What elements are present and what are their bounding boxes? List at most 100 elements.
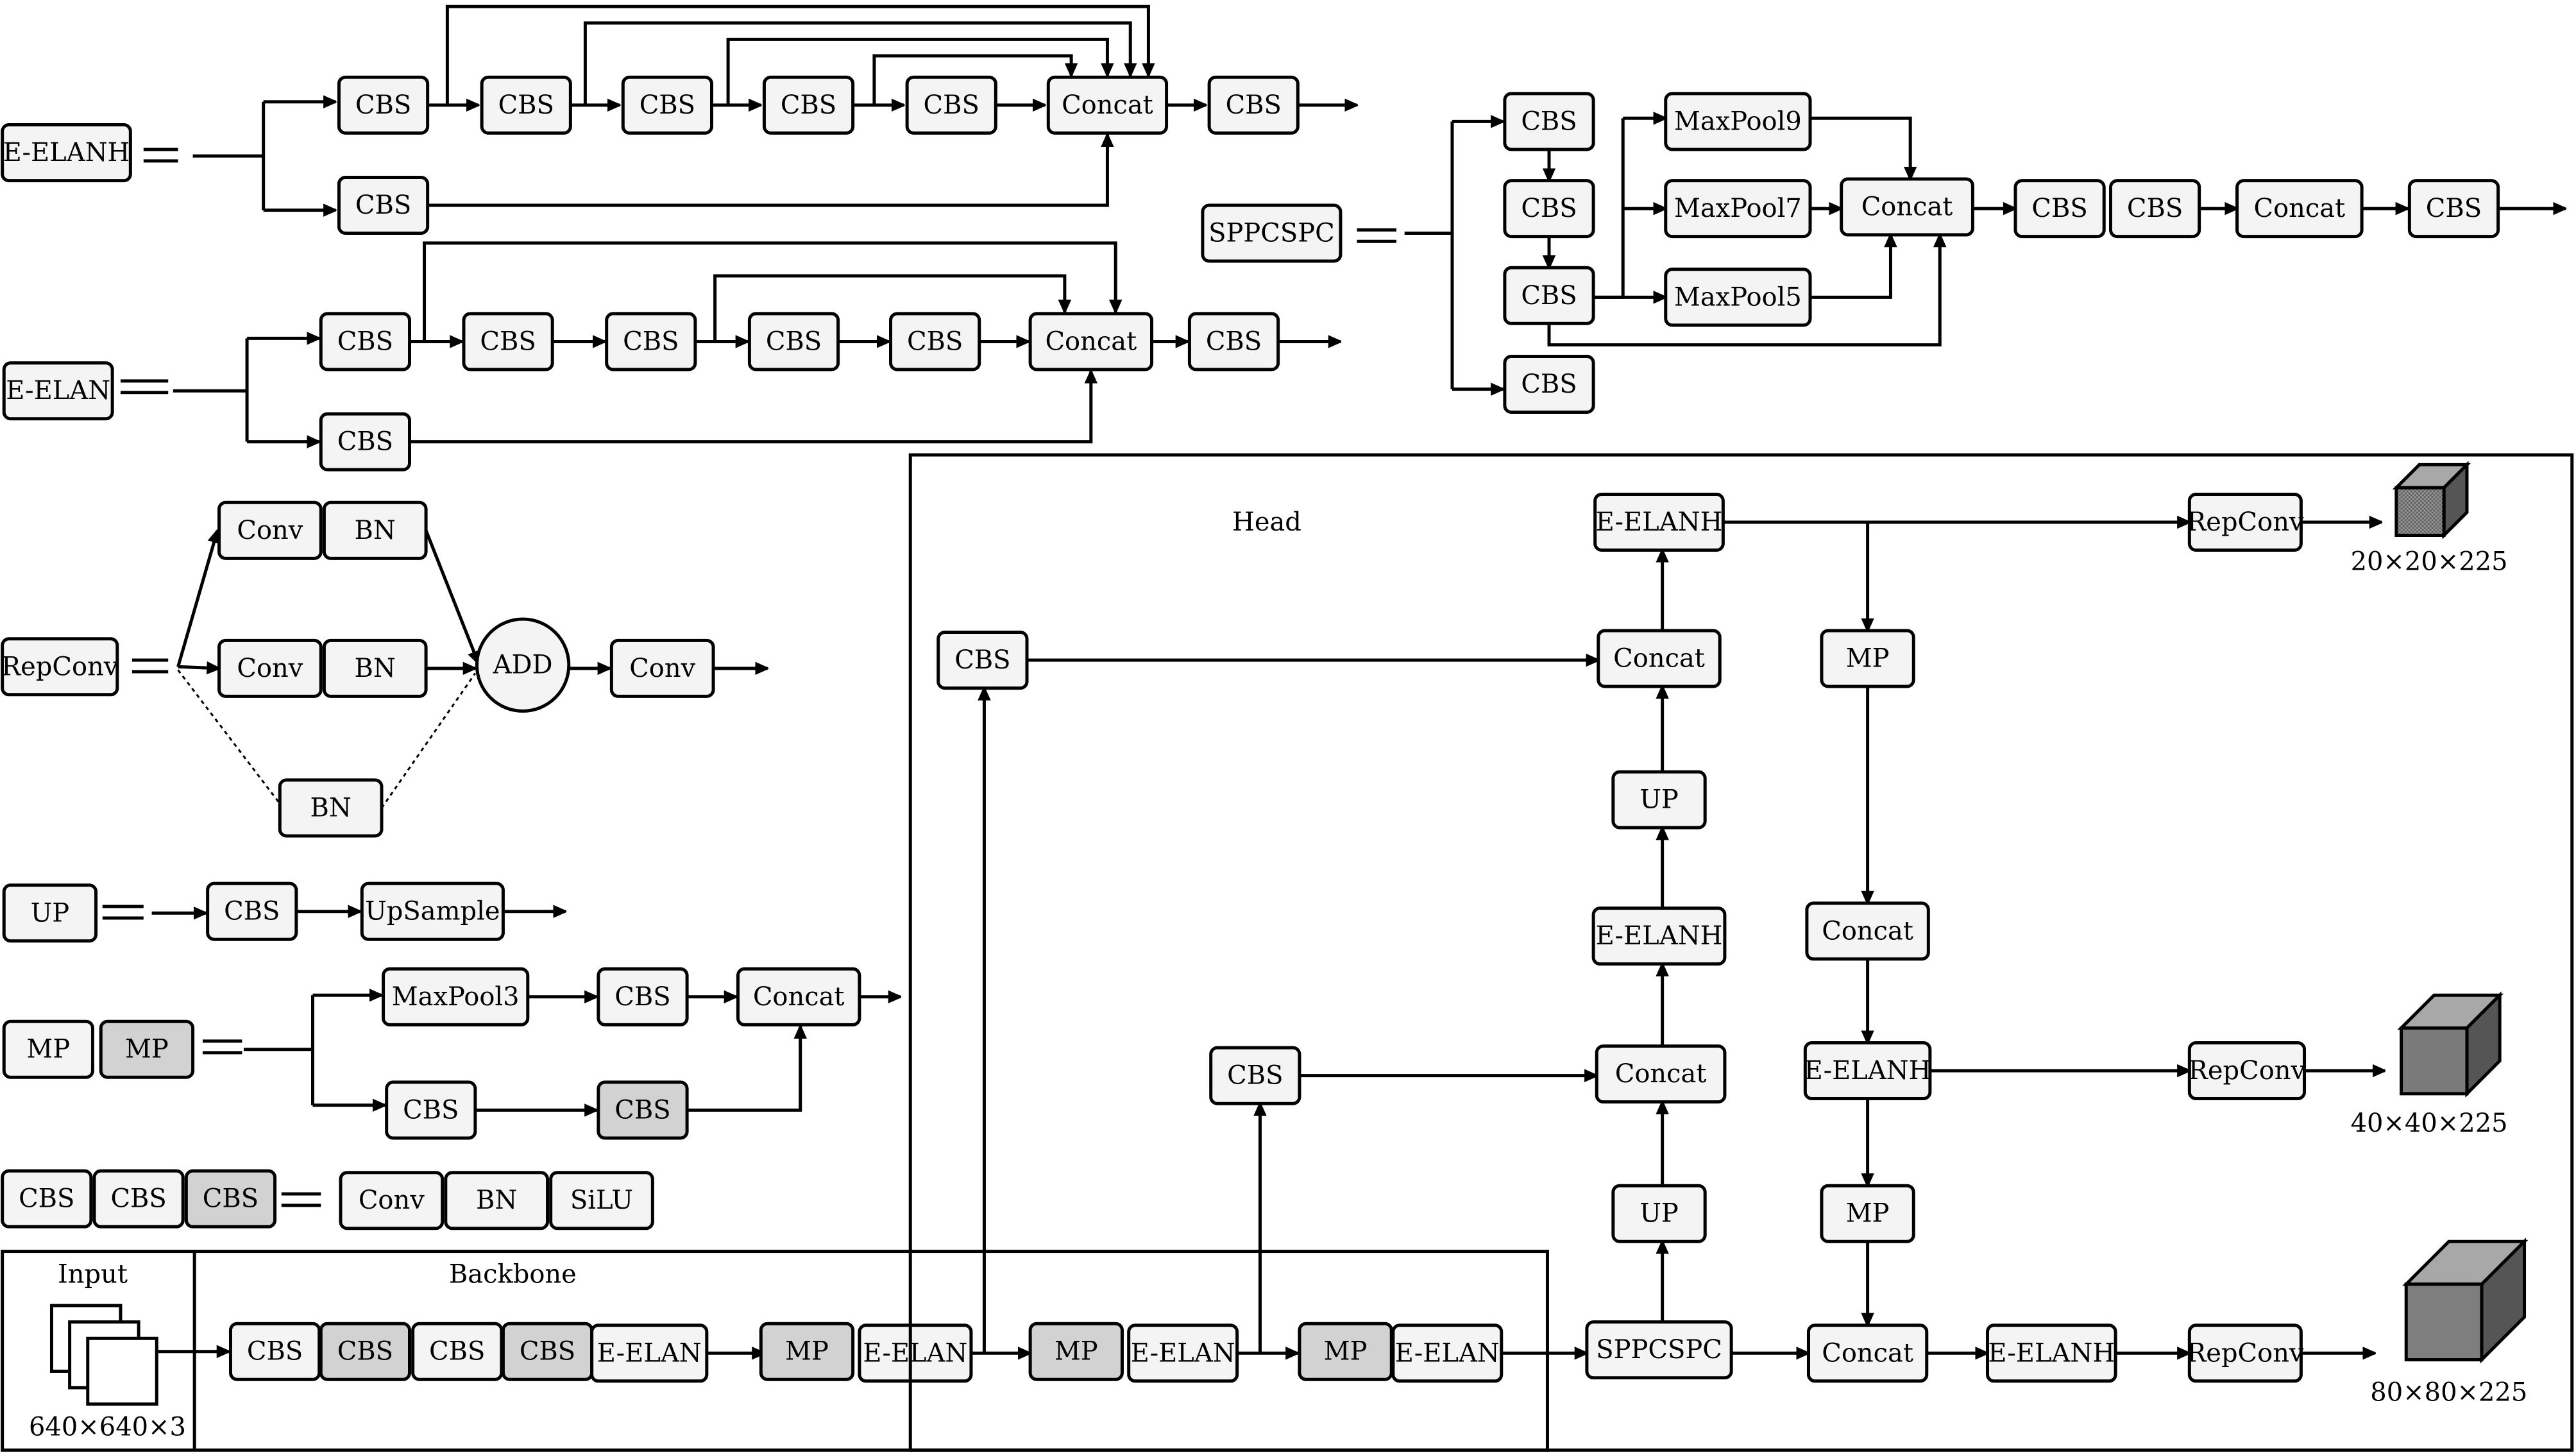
head-repconv-1: RepConv [2187, 493, 2304, 552]
head-cbs-1-label: CBS [1227, 1061, 1283, 1091]
connector-16 [872, 54, 1071, 105]
backbone-cbs-1: CBS [228, 1322, 321, 1381]
input-section-label: Input [58, 1259, 128, 1289]
head-e-elanh-3: E-ELANH [1803, 1041, 1932, 1101]
up-def-cbs: CBS [206, 881, 298, 941]
backbone-cbs-1-label: CBS [247, 1337, 303, 1366]
repconv-legend: RepConv [1, 637, 119, 697]
up-legend-label: UP [31, 898, 70, 928]
e-elanh-def-cbs-branch-label: CBS [355, 191, 411, 220]
sppcspc-def-cbs-branch-label: CBS [1521, 370, 1577, 399]
e-elanh-def-cbs-1-label: CBS [355, 90, 411, 120]
e-elan-def-cbs-5: CBS [889, 312, 981, 371]
backbone-mp-1: MP [759, 1322, 855, 1381]
head-e-elanh-1: E-ELANH [1591, 906, 1727, 966]
head-concat-1-label: Concat [1615, 1059, 1707, 1089]
repconv-def-conv-2: Conv [217, 638, 323, 698]
mp-def-concat-label: Concat [753, 982, 845, 1012]
head-concat-2: Concat [1597, 629, 1722, 688]
head-concat-3-label: Concat [1822, 916, 1913, 946]
repconv-def-add-label: ADD [493, 651, 553, 680]
input-size-label: 640×640×3 [29, 1412, 186, 1442]
backbone-e-elan-3-label: E-ELAN [1131, 1338, 1235, 1368]
repconv-def-add: ADD [475, 617, 571, 713]
e-elan-def-cbs-out: CBS [1187, 312, 1280, 371]
head-concat-4-label: Concat [1822, 1338, 1913, 1368]
e-elan-def-cbs-branch-label: CBS [337, 427, 393, 457]
cbs-legend-c-label: CBS [203, 1184, 258, 1214]
backbone-mp-3: MP [1298, 1322, 1393, 1381]
sppcspc-def-cbs-out-label: CBS [2426, 194, 2482, 223]
e-elanh-def-cbs-4: CBS [762, 75, 855, 135]
e-elan-def-cbs-4-label: CBS [766, 327, 822, 356]
cbs-def-conv: Conv [339, 1171, 445, 1230]
head-cbs-1: CBS [1209, 1046, 1301, 1105]
output-cube-icon-small [2392, 461, 2471, 540]
equals-sign-6 [202, 1039, 242, 1055]
head-concat-1: Concat [1595, 1044, 1727, 1104]
connector-52 [424, 529, 479, 663]
up-legend: UP [2, 883, 98, 943]
connector-45 [1547, 235, 1940, 347]
e-elanh-def-cbs-5: CBS [905, 75, 997, 135]
repconv-def-conv-1: Conv [217, 500, 323, 560]
connector-51 [176, 531, 217, 667]
cbs-legend-a-label: CBS [19, 1184, 74, 1214]
head-repconv-1-label: RepConv [2187, 507, 2304, 537]
mp-def-concat: Concat [736, 967, 861, 1026]
e-elan-def-cbs-2-label: CBS [480, 327, 536, 356]
repconv-def-bn-1: BN [322, 500, 428, 560]
head-mp-2: MP [1820, 1184, 1915, 1243]
backbone-frame [1, 1250, 1549, 1452]
sppcspc-def-cbs-2-label: CBS [1521, 194, 1577, 223]
e-elan-def-cbs-1-label: CBS [337, 327, 393, 356]
repconv-def-bn-2-label: BN [355, 654, 396, 683]
head-section-label: Head [1232, 507, 1301, 537]
head-e-elanh-2-label: E-ELANH [1596, 507, 1723, 537]
output-cube-icon-large [2402, 1238, 2529, 1364]
cbs-legend-a: CBS [1, 1169, 93, 1229]
repconv-bn-branch-1 [177, 669, 284, 809]
e-elan-def-cbs-4: CBS [747, 312, 840, 371]
cbs-legend-c: CBS [184, 1169, 277, 1229]
sppcspc-def-cbs-1-label: CBS [1521, 106, 1577, 136]
e-elanh-legend-label: E-ELANH [3, 138, 130, 167]
sppcspc-def-cbs-branch: CBS [1503, 354, 1595, 414]
cbs-def-bn: BN [444, 1171, 550, 1230]
backbone-e-elan-1-label: E-ELAN [597, 1338, 702, 1368]
e-elanh-def-concat-label: Concat [1062, 90, 1153, 120]
repconv-def-conv-2-label: Conv [237, 654, 303, 683]
output-medium-size-label: 40×40×225 [2351, 1109, 2508, 1138]
head-frame [908, 453, 2574, 1452]
connector-29 [423, 241, 1116, 342]
e-elan-def-cbs-branch: CBS [319, 412, 411, 472]
sppcspc-def-cbs-4: CBS [2013, 179, 2106, 239]
equals-sign-3 [1357, 228, 1396, 243]
mp-legend-b-label: MP [125, 1035, 169, 1064]
equals-sign-1 [143, 148, 178, 163]
sppcspc-def-cbs-out: CBS [2407, 179, 2500, 239]
head-up-2-label: UP [1640, 785, 1679, 815]
mp-def-cbs-1-label: CBS [614, 982, 670, 1012]
equals-sign-4 [131, 658, 169, 674]
e-elanh-def-cbs-out-label: CBS [1226, 90, 1282, 120]
backbone-e-elan-3: E-ELAN [1127, 1323, 1239, 1383]
head-repconv-2-label: RepConv [2189, 1056, 2306, 1085]
connector-42 [1810, 116, 1910, 179]
connector-12 [427, 135, 1108, 207]
connector-44 [1810, 235, 1890, 299]
head-concat-4: Concat [1806, 1323, 1929, 1383]
up-def-upsample-label: UpSample [365, 897, 500, 926]
backbone-cbs-2: CBS [319, 1322, 411, 1381]
head-mp-2-label: MP [1846, 1199, 1890, 1229]
head-cbs-2-label: CBS [954, 645, 1010, 675]
mp-def-cbs-2-label: CBS [403, 1095, 459, 1125]
backbone-mp-1-label: MP [785, 1337, 829, 1366]
repconv-def-bn-3: BN [278, 778, 384, 838]
backbone-e-elan-1: E-ELAN [590, 1323, 709, 1383]
sppcspc-def-maxpool5-label: MaxPool5 [1674, 282, 1802, 312]
mp-def-cbs-2: CBS [385, 1080, 477, 1140]
sppcspc-def-maxpool7-label: MaxPool7 [1674, 194, 1802, 223]
repconv-def-conv-out: Conv [609, 638, 715, 698]
